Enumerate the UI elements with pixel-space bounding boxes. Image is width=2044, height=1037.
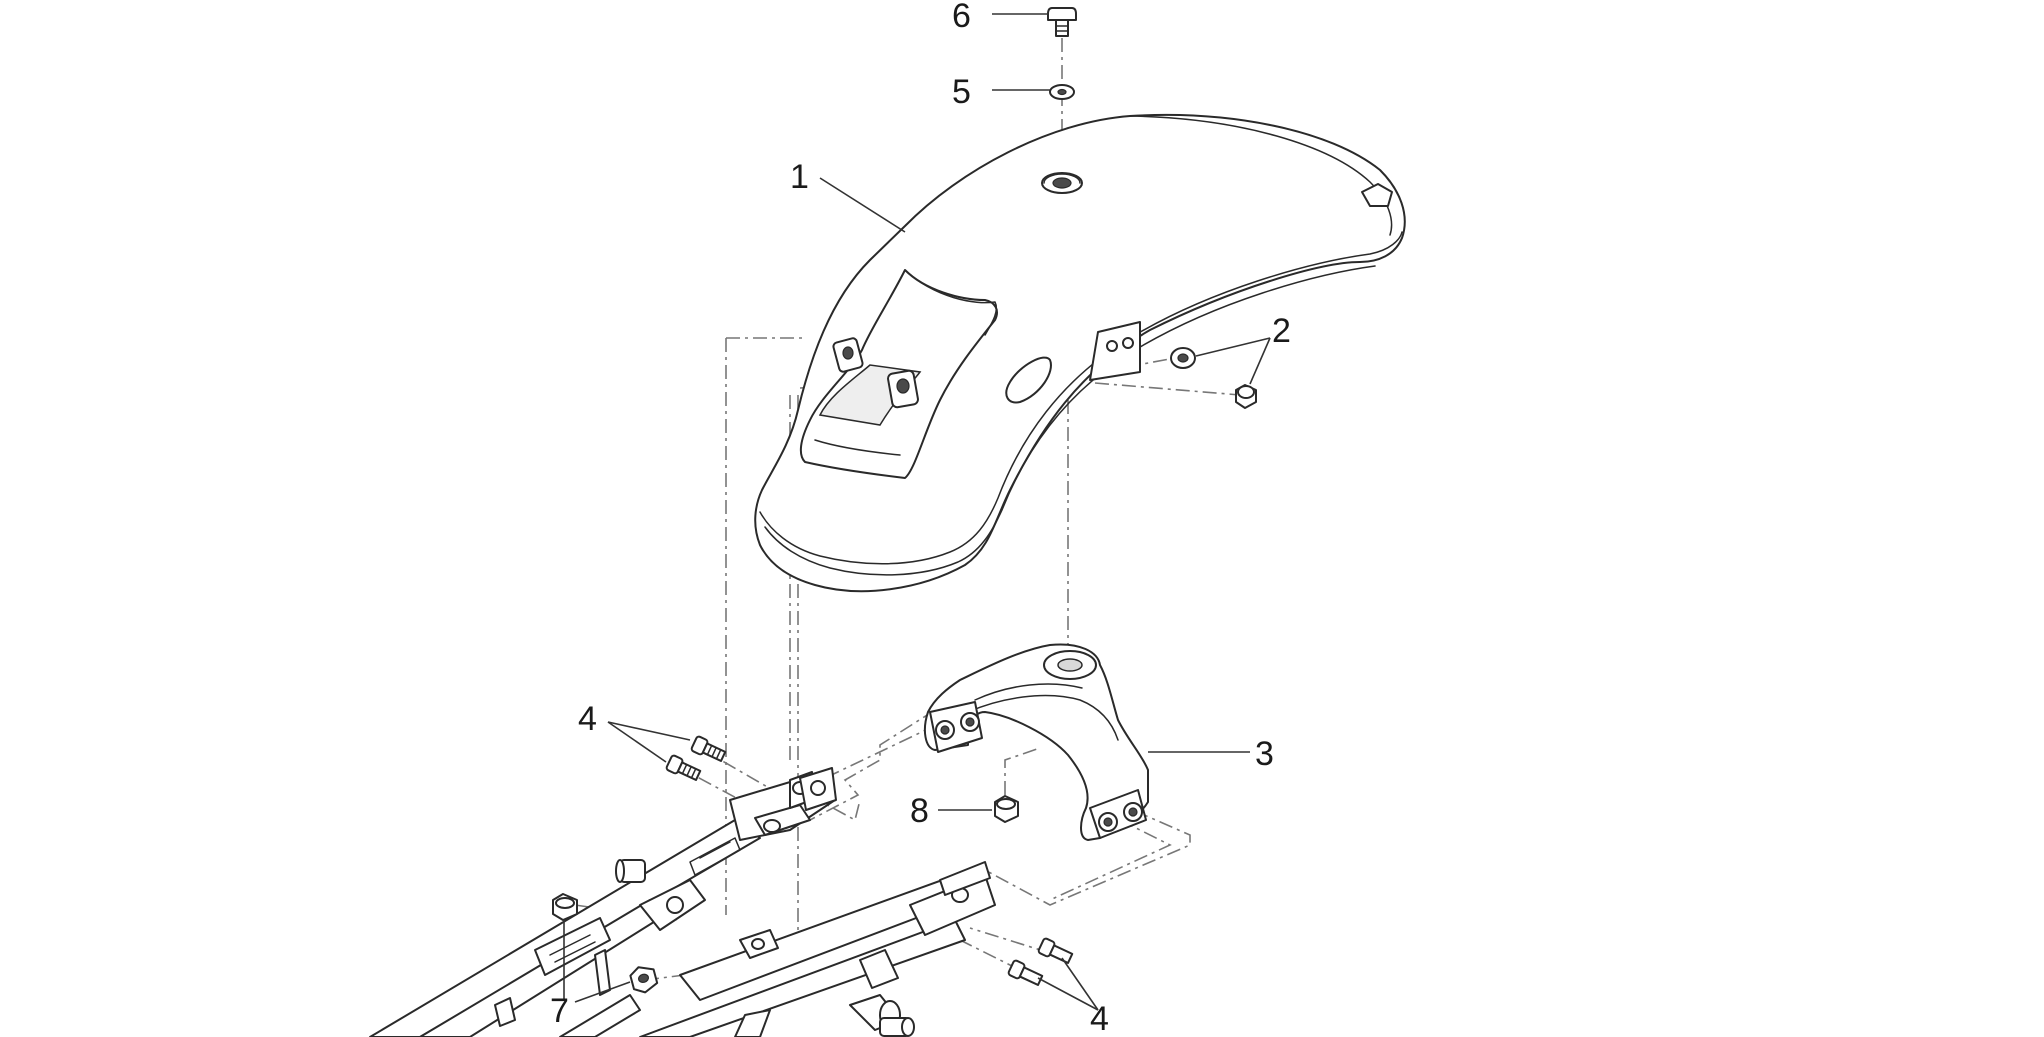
callout-labels: 6 5 1 2 3 4 8 7 4 xyxy=(550,0,1291,1037)
callout-5: 5 xyxy=(952,73,971,111)
callout-8: 8 xyxy=(910,792,929,830)
frame xyxy=(369,767,996,1037)
bolts-4-upper xyxy=(665,735,727,781)
nut-8 xyxy=(994,795,1019,823)
callout-4-lower: 4 xyxy=(1090,1000,1109,1037)
fender-bracket-3 xyxy=(923,643,1149,841)
callout-1: 1 xyxy=(790,158,809,196)
screw-6 xyxy=(1047,7,1077,37)
callout-7: 7 xyxy=(550,992,569,1030)
callout-3: 3 xyxy=(1255,735,1274,773)
rear-fender xyxy=(754,113,1406,593)
bolts-7 xyxy=(552,893,659,994)
callout-4-upper: 4 xyxy=(578,700,597,738)
callout-6: 6 xyxy=(952,0,971,35)
leader-lines xyxy=(563,13,1271,1011)
washer-5 xyxy=(1049,84,1075,100)
callout-2: 2 xyxy=(1272,312,1291,350)
bolts-4-lower xyxy=(1007,937,1074,986)
nuts-2 xyxy=(1170,347,1257,409)
